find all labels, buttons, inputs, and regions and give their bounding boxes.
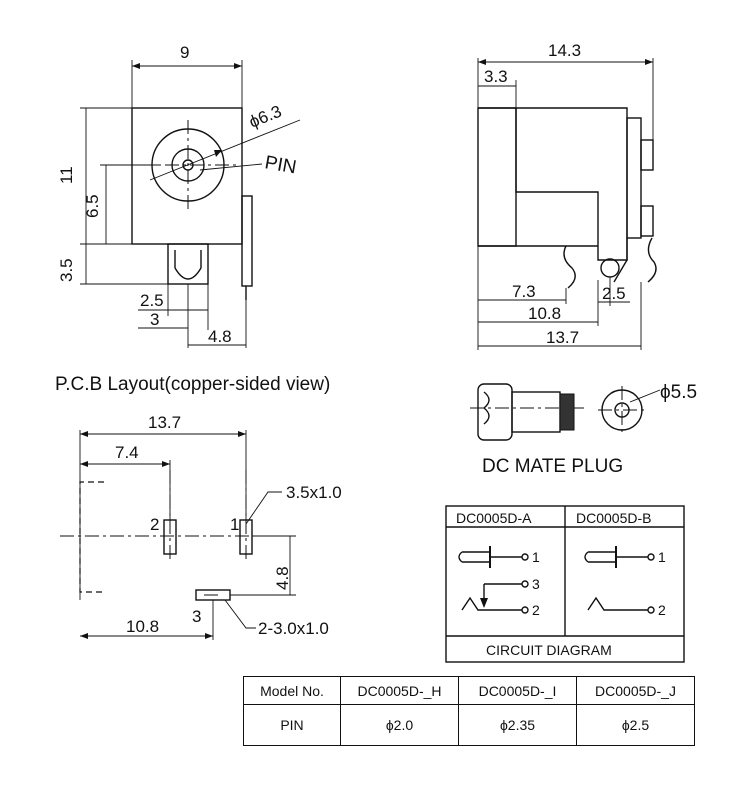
front-pin-offset-a: 2.5 — [140, 291, 164, 310]
pcb-pin2-label: 2 — [150, 515, 159, 534]
side-dim-d: 13.7 — [546, 328, 579, 347]
model-header-i: DC0005D-_I — [458, 676, 577, 705]
front-center-height-dim: 6.5 — [83, 194, 102, 218]
pcb-width-dim: 13.7 — [148, 413, 181, 432]
pcb-layout: P.C.B Layout(copper-sided view) — [55, 374, 342, 640]
model-header-h: DC0005D-_H — [340, 676, 459, 705]
circuit-b-pin1: 1 — [658, 549, 666, 565]
model-value-j: ϕ2.5 — [576, 704, 695, 746]
pcb-dim-a: 7.4 — [115, 443, 139, 462]
pcb-dim-c: 10.8 — [126, 617, 159, 636]
front-view: 9 11 6.5 3.5 ϕ6.3 PIN 2.5 3 4.8 — [57, 43, 301, 348]
side-dim-b: 10.8 — [528, 304, 561, 323]
plug-label: DC MATE PLUG — [482, 456, 623, 477]
side-length-dim: 14.3 — [548, 41, 581, 60]
model-header-j: DC0005D-_J — [576, 676, 695, 705]
model-value-i: ϕ2.35 — [458, 704, 577, 746]
front-width-dim: 9 — [180, 43, 189, 62]
circuit-diagram: DC0005D-A DC0005D-B CIRCUIT DIAGRAM 1 3 … — [445, 505, 685, 663]
circuit-footer: CIRCUIT DIAGRAM — [486, 642, 612, 658]
front-pin-offset-c: 4.8 — [208, 327, 232, 346]
circuit-a-pin1: 1 — [532, 549, 540, 565]
pcb-dim-b: 4.8 — [273, 566, 292, 590]
front-pin-label: PIN — [263, 152, 298, 178]
side-dim-a: 7.3 — [512, 282, 536, 301]
front-hole-diameter-dim: ϕ6.3 — [246, 102, 284, 132]
circuit-col-a: DC0005D-A — [456, 510, 532, 526]
pcb-pin3-label: 3 — [192, 607, 201, 626]
model-row-label: PIN — [243, 704, 341, 746]
side-dim-c: 2.5 — [602, 284, 626, 303]
pcb-title: P.C.B Layout(copper-sided view) — [55, 374, 330, 395]
pcb-pad-size: 3.5x1.0 — [286, 483, 342, 502]
circuit-b-pin2: 2 — [658, 602, 666, 618]
circuit-a-pin2: 2 — [532, 602, 540, 618]
front-pin-depth-dim: 3.5 — [57, 258, 76, 282]
dc-mate-plug: ϕ5.5 DC MATE PLUG — [470, 382, 697, 477]
model-table: Model No. DC0005D-_H DC0005D-_I DC0005D-… — [243, 676, 695, 746]
circuit-a-pin3: 3 — [532, 576, 540, 592]
front-pin-offset-b: 3 — [150, 310, 159, 329]
front-height-dim: 11 — [57, 166, 76, 184]
side-front-depth-dim: 3.3 — [484, 67, 508, 86]
circuit-col-b: DC0005D-B — [576, 510, 651, 526]
pcb-slot-size: 2-3.0x1.0 — [258, 619, 329, 638]
side-view: 14.3 3.3 7.3 10.8 2.5 13.7 — [477, 41, 657, 350]
model-value-h: ϕ2.0 — [340, 704, 459, 746]
model-header-label: Model No. — [243, 676, 341, 705]
plug-diameter-dim: ϕ5.5 — [660, 382, 697, 403]
pcb-pin1-label: 1 — [230, 515, 239, 534]
